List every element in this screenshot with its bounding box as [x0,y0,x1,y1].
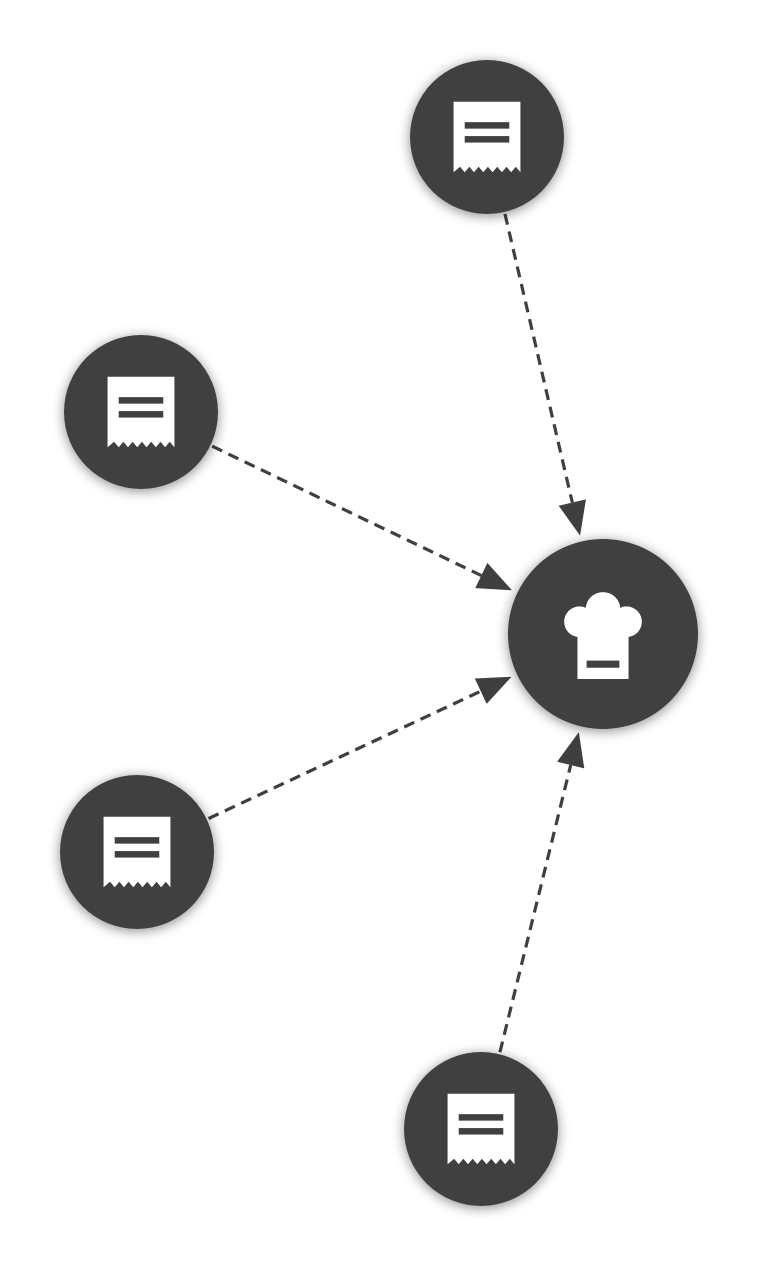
arrow-head-1 [558,499,586,536]
edge-line-4 [498,764,573,1053]
arrow-head-2 [475,562,512,591]
receipt-icon [107,376,175,448]
receipt-node-1 [410,60,564,214]
edge-line-2 [211,444,483,577]
receipt-node-4 [404,1052,558,1206]
receipt-icon [103,816,171,888]
receipt-icon [447,1093,515,1165]
kitchen-hub-node [508,539,698,729]
edge-line-3 [207,689,482,820]
receipt-icon [453,101,521,173]
arrow-head-4 [557,732,585,769]
receipt-node-2 [64,335,218,489]
arrow-head-3 [474,676,512,704]
receipt-node-3 [60,775,214,929]
edge-line-1 [503,213,574,503]
